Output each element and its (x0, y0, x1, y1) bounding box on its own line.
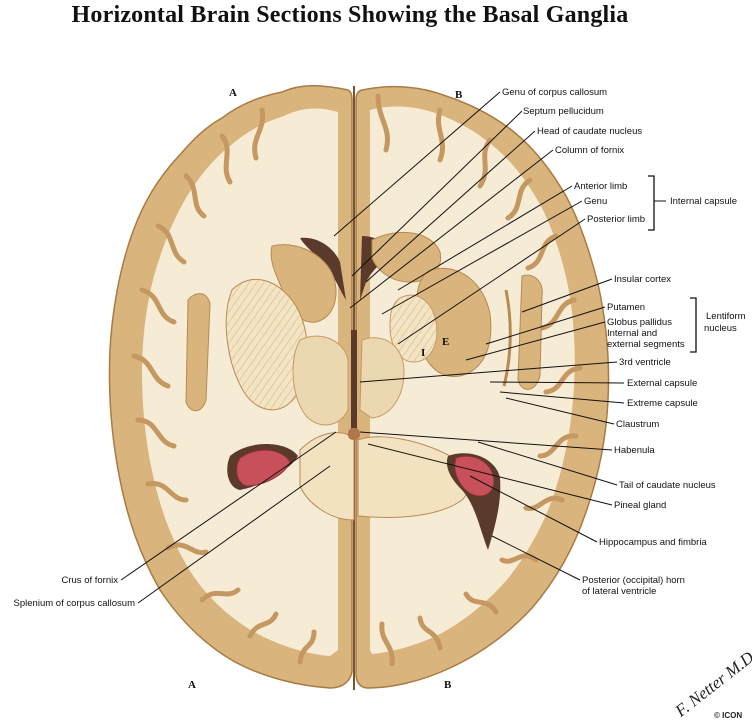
label-posterior-horn-1: Posterior (occipital) horn (582, 575, 685, 586)
label-splenium: Splenium of corpus callosum (14, 598, 136, 609)
label-pineal-gland: Pineal gland (614, 500, 666, 511)
label-hippocampus-fimbria: Hippocampus and fimbria (599, 537, 707, 548)
marker-bottom-right: B (444, 679, 452, 691)
netter-signature: F. Netter M.D. © ICON (671, 645, 752, 721)
right-deep-structures (359, 231, 543, 419)
label-head-caudate: Head of caudate nucleus (537, 126, 642, 137)
label-internal-external-2: external segments (607, 339, 685, 350)
label-extreme-capsule: Extreme capsule (627, 398, 698, 409)
label-crus-fornix: Crus of fornix (62, 575, 119, 586)
page-title: Horizontal Brain Sections Showing the Ba… (71, 2, 629, 28)
copyright-text: © ICON (714, 711, 742, 720)
right-gyri (375, 93, 583, 667)
marker-top-left: A (229, 87, 237, 99)
marker-top-right: B (455, 89, 463, 101)
label-insular-cortex: Insular cortex (614, 274, 671, 285)
label-genu-corpus-callosum: Genu of corpus callosum (502, 87, 607, 98)
marker-bottom-left: A (188, 679, 196, 691)
label-habenula: Habenula (614, 445, 655, 456)
label-globus-pallidus: Globus pallidus (607, 317, 672, 328)
plane-markers: A B A B I E (188, 87, 463, 691)
label-internal-external-1: Internal and (607, 328, 657, 339)
label-genu: Genu (584, 196, 607, 207)
third-ventricle (351, 330, 357, 430)
label-tail-caudate: Tail of caudate nucleus (619, 480, 716, 491)
label-anterior-limb: Anterior limb (574, 181, 627, 192)
signature-text: F. Netter M.D. (671, 645, 752, 721)
leader-lines (120, 91, 625, 604)
right-hippocampus (454, 455, 495, 497)
right-insula-gray (517, 274, 543, 390)
pineal-gland (348, 428, 360, 440)
label-lentiform-1: Lentiform (706, 311, 746, 322)
label-internal-capsule: Internal capsule (670, 196, 737, 207)
left-deep-structures (185, 237, 349, 426)
left-hippocampus (236, 449, 291, 487)
posterior-structures (227, 428, 501, 550)
label-putamen: Putamen (607, 302, 645, 313)
splenium-of-corpus-callosum (299, 432, 355, 521)
label-septum-pellucidum: Septum pellucidum (523, 106, 604, 117)
labels: Genu of corpus callosum Septum pellucidu… (14, 87, 746, 609)
left-caudate-head (270, 244, 337, 323)
left-gyri (131, 107, 317, 665)
lentiform-nucleus-brace (690, 297, 697, 353)
marker-region-e: E (442, 336, 449, 348)
marker-region-i: I (421, 347, 425, 359)
internal-capsule-brace (648, 175, 655, 231)
label-column-fornix: Column of fornix (555, 145, 624, 156)
label-lentiform-2: nucleus (704, 323, 737, 334)
label-posterior-horn-2: of lateral ventricle (582, 586, 656, 597)
label-third-ventricle: 3rd ventricle (619, 357, 671, 368)
right-globus-pallidus (389, 294, 438, 363)
label-posterior-limb: Posterior limb (587, 214, 645, 225)
right-claustrum (502, 289, 512, 387)
left-thalamus (292, 335, 349, 426)
label-external-capsule: External capsule (627, 378, 697, 389)
right-thalamus (359, 337, 405, 419)
label-claustrum: Claustrum (616, 419, 659, 430)
left-lateral-ventricle-anterior-horn (300, 237, 346, 300)
left-insula-gray (185, 293, 211, 412)
